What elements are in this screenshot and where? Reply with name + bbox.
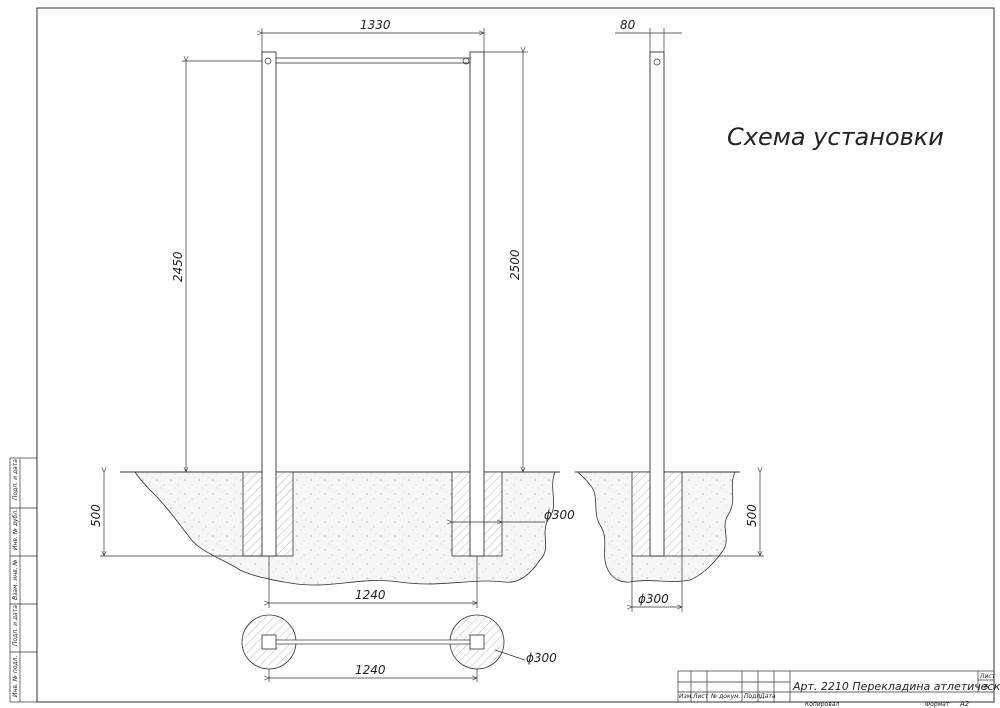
soil-front	[134, 471, 556, 586]
title-block-col-2: Лист	[692, 693, 709, 700]
title-block-sheet-label: Лист	[979, 673, 996, 680]
post-right	[469, 51, 485, 557]
dim-dia-front-label: ϕ300	[544, 508, 575, 522]
dim-top-width: 1330	[262, 18, 484, 52]
title-block-format-label: Формат	[925, 701, 950, 708]
plan-view: 1240 ϕ300	[241, 614, 557, 682]
dim-top-width-label: 1330	[360, 18, 391, 32]
post-side	[649, 51, 665, 557]
dim-dia-side-label: ϕ300	[638, 592, 669, 606]
dim-spacing-plan-label: 1240	[355, 663, 386, 677]
dim-dia-front: ϕ300	[452, 508, 575, 522]
bolt-side	[653, 58, 661, 66]
title-block-description: Арт. 2210 Перекладина атлетическая	[792, 680, 1000, 693]
bolt-left	[264, 57, 272, 65]
dim-post-width: 80	[615, 18, 682, 52]
title-block-format-value: А2	[959, 700, 970, 708]
stamp-label-5: Инв. № подл.	[12, 656, 19, 697]
dim-height-right: 2500	[484, 52, 528, 472]
sheet-frame	[36, 7, 995, 703]
crossbar	[275, 57, 471, 64]
dim-height-left-label: 2450	[171, 251, 185, 282]
dim-dia-plan-label: ϕ300	[526, 651, 557, 665]
post-left	[261, 51, 277, 557]
title-block-copied: Копировал	[805, 701, 839, 708]
title-block-sheet-number: 6	[984, 683, 989, 691]
dim-height-right-label: 2500	[508, 249, 522, 280]
dim-dia-side: ϕ300	[632, 556, 682, 612]
dim-height-left: 2450	[171, 61, 262, 472]
dim-spacing-ground: 1240	[269, 556, 477, 608]
dim-depth-right: 500	[682, 472, 764, 556]
title-block-col-3: № докум.	[710, 693, 741, 700]
side-stamp: Подп. и дата Инв. № дубл. Взам. инв. № П…	[9, 457, 38, 703]
dim-depth-left-label: 500	[89, 504, 103, 527]
stamp-label-3: Взам. инв. №	[12, 559, 19, 600]
stamp-label-1: Подп. и дата	[12, 459, 19, 500]
title-block-col-1: Изм.	[679, 693, 693, 700]
drawing-title: Схема установки	[727, 123, 944, 151]
title-block-col-4: Подп.	[744, 693, 762, 700]
bolt-right	[462, 57, 470, 65]
title-block: Изм. Лист № докум. Подп. Дата Арт. 2210 …	[677, 670, 1000, 708]
stamp-label-4: Подп. и дата	[12, 605, 19, 646]
stamp-label-2: Инв. № дубл.	[12, 509, 19, 550]
dim-post-width-label: 80	[620, 18, 636, 32]
dim-depth-left: 500	[89, 472, 262, 556]
dim-depth-right-label: 500	[745, 504, 759, 527]
dim-spacing-ground-label: 1240	[355, 588, 386, 602]
title-block-col-5: Дата	[759, 693, 776, 700]
